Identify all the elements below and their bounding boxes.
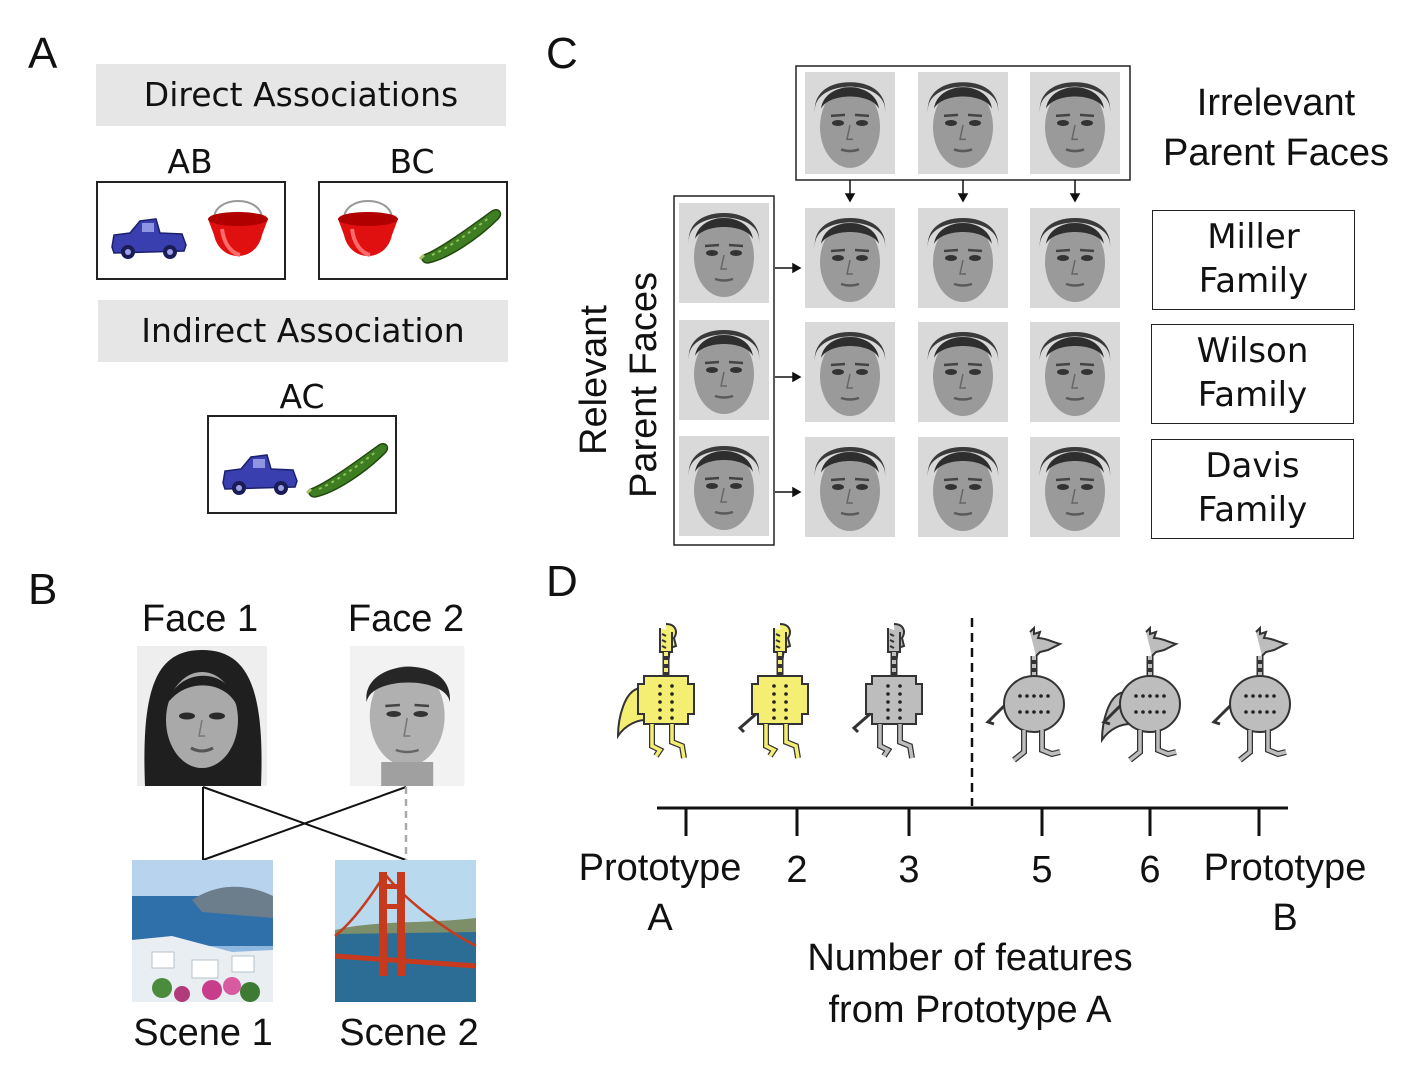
family-name: Davis [1205,446,1300,487]
creature-2 [737,624,808,758]
pair-label-ac: AC [279,377,325,416]
creature-6 [1102,628,1180,760]
creature-5 [988,628,1064,760]
family-label-davis: Davis Family [1151,439,1354,539]
irrelevant-label-line-1: Irrelevant [1196,82,1356,124]
prototype-a-letter: A [647,897,673,939]
creature-3 [851,624,922,758]
tick-label-6: 6 [1139,849,1160,891]
creature-prototype-a [617,624,694,758]
scene-1-label: Scene 1 [133,1012,273,1054]
prototype-b-letter: B [1272,897,1297,939]
irrelevant-label-line-2: Parent Faces [1163,132,1389,174]
scene-1-photo [132,860,273,1002]
axis-ticks [684,808,1261,836]
panel-letter-a: A [28,29,58,78]
irrelevant-parent-faces-label: Irrelevant Parent Faces [1146,78,1406,178]
indirect-association-header: Indirect Association [98,300,508,362]
tick-label-prototype-a: Prototype [579,847,742,889]
down-arrows [844,180,1081,203]
family-name: Miller [1207,217,1300,258]
family-word: Family [1197,490,1308,530]
axis-title-line-1: Number of features [807,937,1132,979]
scene-2-label: Scene 2 [339,1012,479,1054]
association-lines [202,786,407,861]
panel-letter-b: B [28,565,58,614]
tick-label-5: 5 [1031,849,1052,891]
family-word: Family [1198,261,1309,301]
family-name: Wilson [1196,331,1309,372]
right-arrows [775,262,802,498]
relevant-label-line-2: Parent Faces [623,272,665,498]
ab-pair-box [96,181,286,280]
face-2-label: Face 2 [347,598,465,640]
direct-associations-header: Direct Associations [96,64,506,126]
panel-letter-d: D [546,557,578,606]
tick-label-3: 3 [898,849,919,891]
ac-pair-box [207,415,397,514]
creature-prototype-b [1214,628,1290,760]
pair-label-bc: BC [389,142,435,181]
family-label-wilson: Wilson Family [1151,324,1354,424]
axis-title-line-2: from Prototype A [828,989,1112,1031]
panel-letter-c: C [546,29,578,78]
pair-label-ab: AB [167,142,213,181]
family-label-miller: Miller Family [1152,210,1355,310]
bc-pair-box [318,181,508,280]
tick-label-2: 2 [786,849,807,891]
relevant-label-line-1: Relevant [573,305,615,455]
tick-label-prototype-b: Prototype [1204,847,1367,889]
scene-2-photo [334,860,477,1002]
family-word: Family [1197,375,1308,415]
face-1-label: Face 1 [141,598,259,640]
